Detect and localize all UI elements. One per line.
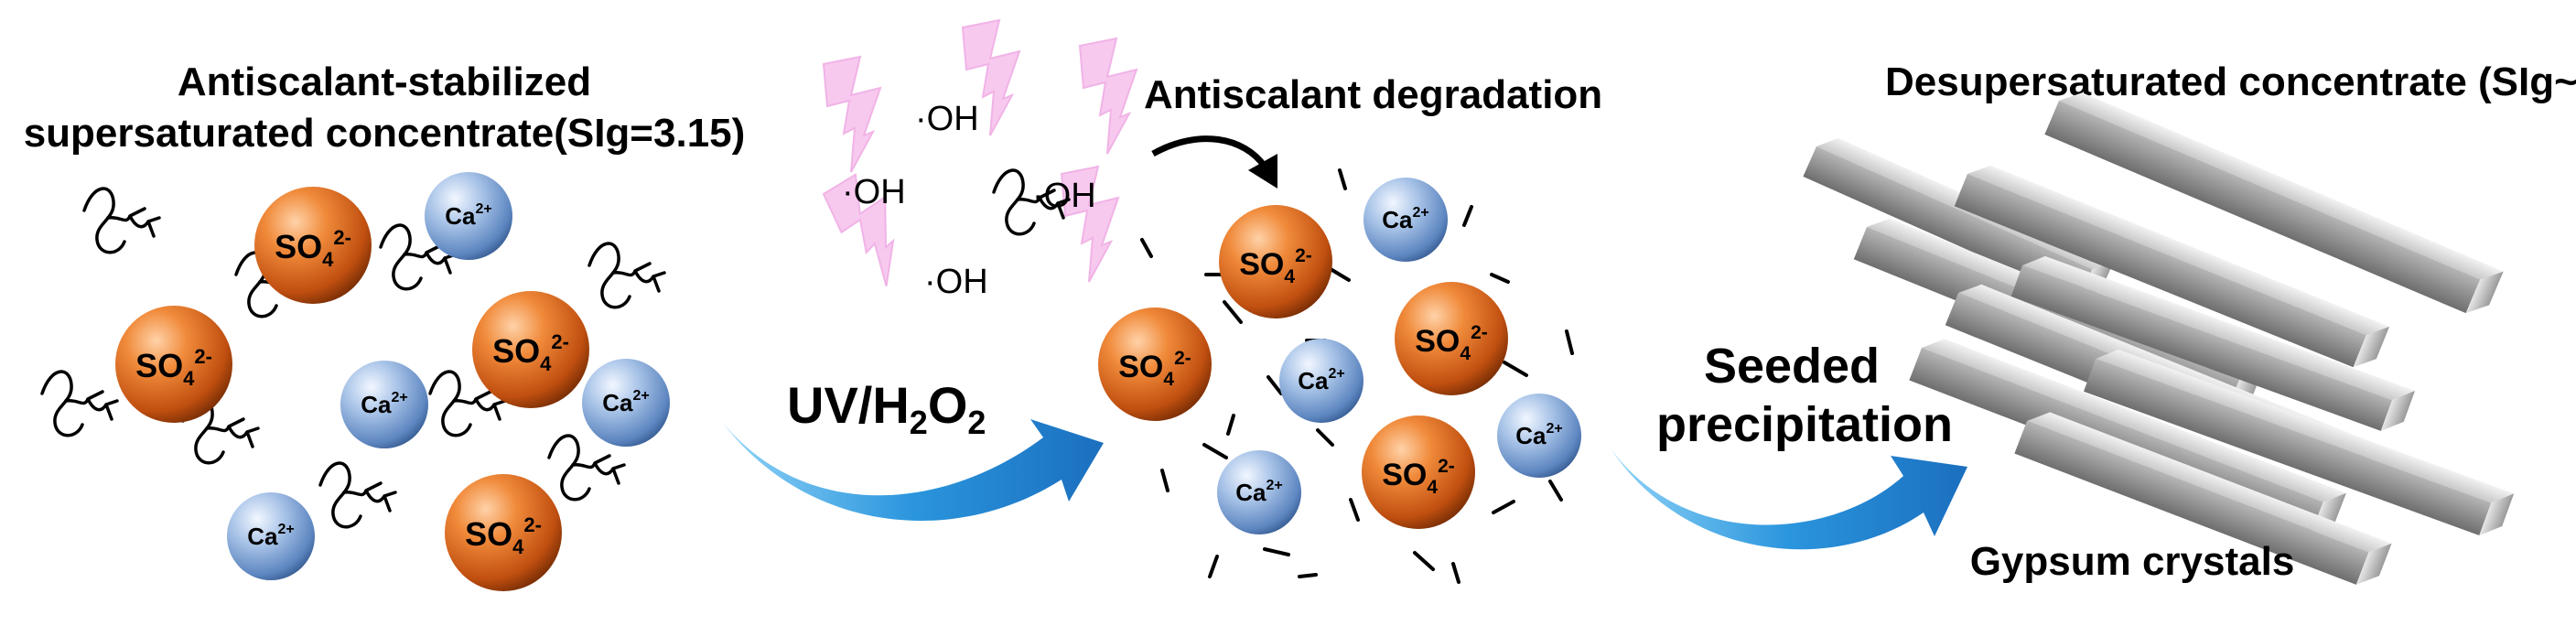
uv-h2o2-label: UV/H2O2: [787, 376, 986, 441]
svg-text:Ca2+: Ca2+: [361, 390, 408, 418]
calcium-ion: Ca2+: [582, 359, 670, 447]
panel-2: ·OH ·OH ·OH ·OH Antiscalant degradation: [820, 19, 1602, 584]
gypsum-crystal: [2014, 412, 2392, 585]
hydroxyl-radical: ·OH: [924, 263, 988, 301]
panel1-title-line2: supersaturated concentrate(SIg=3.15): [24, 111, 746, 156]
calcium-ion: Ca2+: [425, 172, 512, 260]
panel1-title-line1: Antiscalant-stabilized: [178, 59, 591, 104]
svg-text:SO42-: SO42-: [135, 345, 212, 390]
panel-3: Desupersaturated concentrate (SIg~1): [1803, 59, 2576, 585]
sulfate-ion: SO42-: [445, 474, 562, 591]
svg-text:Ca2+: Ca2+: [445, 201, 492, 230]
panel3-title: Desupersaturated concentrate (SIg~1): [1885, 59, 2576, 104]
calcium-ion: Ca2+: [340, 361, 428, 448]
panel-1: Antiscalant-stabilized supersaturated co…: [24, 59, 746, 591]
calcium-ion: Ca2+: [1497, 394, 1581, 478]
svg-text:Ca2+: Ca2+: [1298, 366, 1345, 394]
seeded-precipitation-arrow: Seeded precipitation: [1611, 339, 1967, 550]
curved-arrow-head: [1248, 154, 1277, 189]
sulfate-ion: SO42-: [1395, 282, 1508, 395]
uv-h2o2-arrow: UV/H2O2: [723, 376, 1104, 522]
seeded-label: Seeded: [1704, 339, 1880, 394]
antiscalant-molecule: [547, 434, 626, 502]
calcium-ion: Ca2+: [1217, 450, 1301, 534]
svg-text:SO42-: SO42-: [1415, 322, 1488, 364]
gypsum-crystal: [2010, 255, 2416, 431]
hydroxyl-radical: ·OH: [842, 173, 906, 211]
calcium-ion: Ca2+: [227, 492, 315, 580]
svg-text:SO42-: SO42-: [1239, 245, 1312, 287]
sulfate-ion: SO42-: [472, 291, 589, 408]
sulfate-ion: SO42-: [1219, 205, 1332, 318]
antiscalant-molecule: [318, 461, 397, 529]
svg-text:Ca2+: Ca2+: [247, 522, 295, 550]
precipitation-label: precipitation: [1656, 397, 1953, 452]
uv-lightning-icon: [823, 56, 881, 173]
gypsum-crystal: [1954, 165, 2390, 368]
antiscalant-molecule: [587, 242, 666, 309]
antiscalant-molecule: [82, 187, 161, 254]
svg-text:SO42-: SO42-: [275, 226, 351, 271]
gypsum-crystal: [2044, 92, 2504, 314]
uv-lightning-icon: [1079, 38, 1137, 155]
panel2-title: Antiscalant degradation: [1144, 72, 1602, 117]
sulfate-ion: SO42-: [115, 306, 232, 423]
svg-text:Ca2+: Ca2+: [1235, 478, 1283, 506]
svg-text:SO42-: SO42-: [465, 513, 542, 558]
svg-text:Ca2+: Ca2+: [602, 388, 650, 416]
sulfate-ion: SO42-: [1098, 308, 1212, 421]
antiscalant-fragments: [1140, 168, 1574, 584]
svg-text:Ca2+: Ca2+: [1515, 421, 1563, 449]
svg-text:SO42-: SO42-: [1118, 348, 1191, 390]
gypsum-crystal: [2084, 349, 2515, 536]
svg-text:SO42-: SO42-: [1382, 456, 1455, 498]
calcium-ion: Ca2+: [1279, 339, 1363, 423]
gypsum-crystals-label: Gypsum crystals: [1970, 539, 2295, 584]
gypsum-crystals: [1803, 92, 2515, 585]
calcium-ion: Ca2+: [1363, 178, 1448, 262]
svg-text:Ca2+: Ca2+: [1382, 205, 1429, 233]
svg-text:SO42-: SO42-: [492, 330, 569, 375]
sulfate-ion: SO42-: [254, 187, 372, 304]
hydroxyl-radical: ·OH: [915, 100, 979, 138]
sulfate-ion: SO42-: [1362, 416, 1475, 529]
antiscalant-molecule: [40, 370, 119, 437]
